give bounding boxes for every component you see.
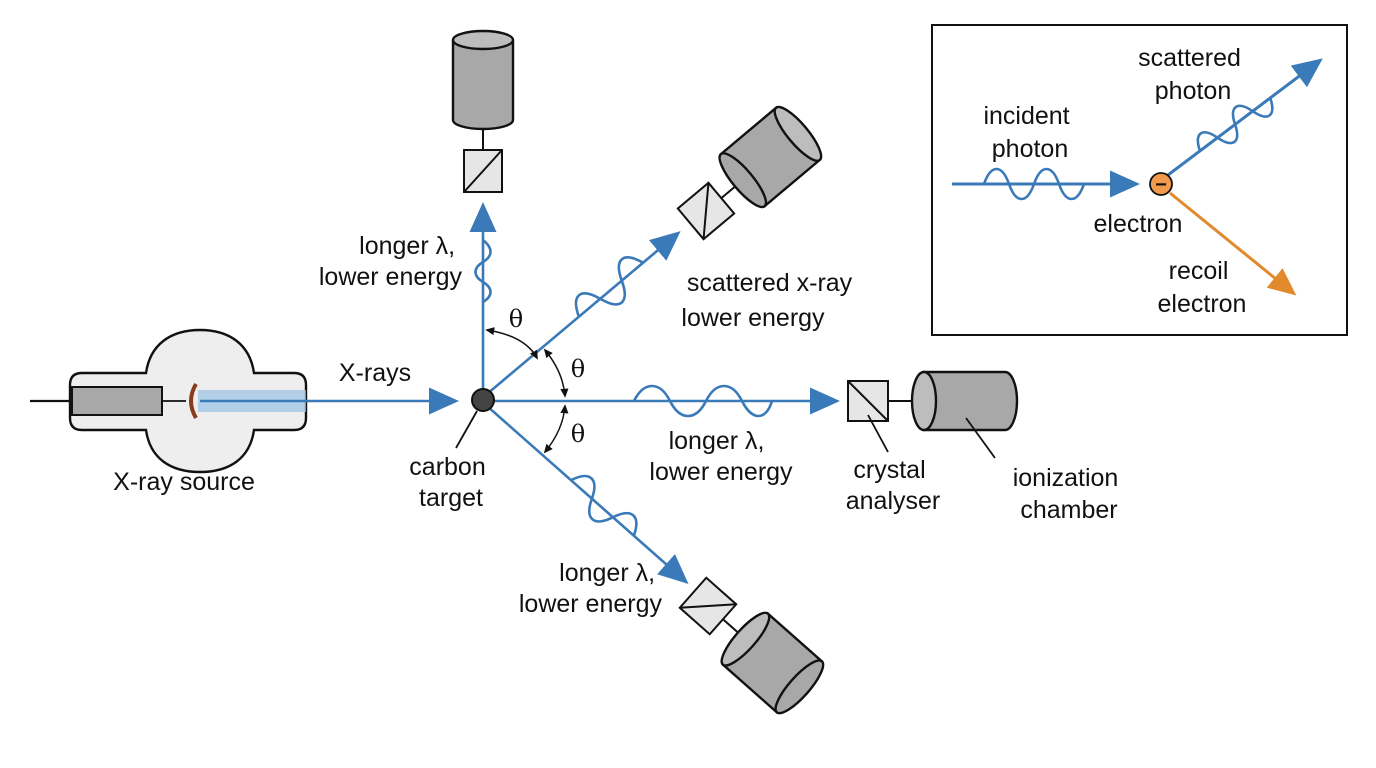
inset-label-incident: incident photon: [983, 102, 1076, 163]
inset-label-recoil: recoil electron: [1158, 257, 1247, 318]
wave-lower-right: [570, 474, 638, 537]
theta-3: θ: [571, 420, 585, 448]
theta-1: θ: [509, 305, 523, 333]
label-horizontal-scatter: longer λ, lower energy: [649, 427, 793, 486]
carbon-target: [471, 388, 495, 412]
ionization-chamber-icon: [922, 370, 1019, 432]
label-crystal-analyser: crystal analyser: [846, 456, 941, 515]
beam-upper-right-arrow: [486, 231, 681, 395]
label-upper-right-scatter: scattered x-ray lower energy: [681, 269, 859, 332]
cathode: [71, 386, 163, 416]
inset-incident-wave: [982, 167, 1086, 201]
inset-label-scattered: scattered photon: [1138, 44, 1248, 105]
beam-lower-right-arrow: [486, 405, 689, 584]
inset-scattered-wave: [1196, 97, 1274, 152]
angle-arc-1: [485, 327, 538, 360]
pointer-chamber: [965, 417, 996, 459]
ionization-chamber-top-icon: [451, 40, 515, 131]
pointer-target: [455, 410, 478, 449]
inset-scattered-arrow: [1167, 58, 1323, 177]
label-xray-source: X-ray source: [113, 468, 255, 496]
ionization-chamber-lower-right-icon: [721, 611, 824, 714]
label-ionization-chamber: ionization chamber: [1013, 464, 1126, 524]
label-top-scatter: longer λ, lower energy: [319, 232, 463, 291]
theta-2: θ: [571, 355, 585, 383]
wave-horizontal: [632, 384, 774, 418]
detector-right: [847, 370, 1019, 432]
detector-top: [451, 29, 515, 193]
wave-up: [474, 238, 492, 304]
electron-icon: [1149, 172, 1173, 196]
xray-source: [30, 328, 308, 474]
detector-upper-right: [676, 105, 823, 241]
xray-tube-envelope: [68, 328, 308, 474]
wave-upper-right: [574, 256, 644, 318]
filament: [189, 382, 198, 420]
detector-lower-right: [678, 576, 825, 715]
compton-inset: − incident photon scattered photon elect…: [931, 24, 1348, 336]
pointer-crystal: [867, 414, 889, 453]
label-xrays: X-rays: [339, 359, 411, 387]
inset-label-electron: electron: [1094, 210, 1183, 238]
angle-arc-2: [543, 348, 569, 398]
inset-recoil-arrow: [1169, 191, 1297, 296]
ionization-chamber-upper-right-icon: [719, 106, 822, 208]
label-lower-scatter: longer λ, lower energy: [519, 559, 663, 618]
angle-arc-3: [543, 404, 569, 454]
electron-symbol: −: [1155, 174, 1167, 196]
label-carbon-target: carbon target: [409, 453, 492, 512]
